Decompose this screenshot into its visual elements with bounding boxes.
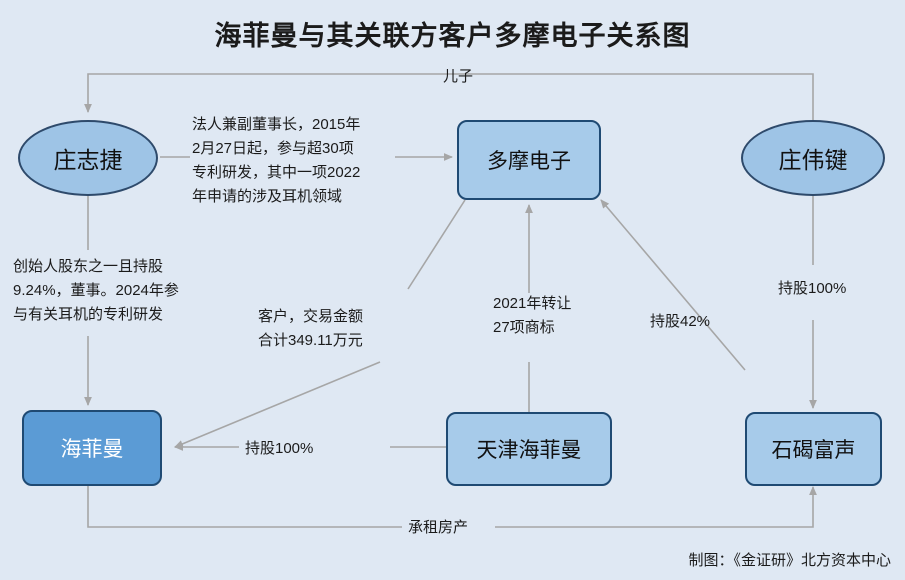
edge-label-hold-42: 持股42%	[650, 313, 711, 330]
edge-label-son: 儿子	[443, 68, 474, 85]
edge-lease	[87, 486, 813, 528]
node-shijiefusheng[interactable]: 石碣富声	[745, 412, 882, 486]
edge-hold-42	[600, 199, 746, 371]
edge-label-legal-rep: 法人兼副董事长，2015年 2月27日起，参与超30项 专利研发，其中一项202…	[192, 116, 361, 205]
node-label: 天津海菲曼	[476, 439, 582, 462]
page-title: 海菲曼与其关联方客户多摩电子关系图	[214, 21, 691, 51]
node-label: 石碣富声	[771, 439, 856, 462]
node-haifeiman[interactable]: 海菲曼	[22, 410, 162, 486]
edge-label-trademark: 2021年转让 27项商标	[493, 295, 572, 336]
edge-label-founder: 创始人股东之一且持股 9.24%，董事。2024年参 与有关耳机的专利研发	[13, 258, 179, 323]
node-label: 庄伟键	[778, 147, 848, 173]
footer-credit: 制图：《金证研》北方资本中心	[688, 552, 891, 569]
node-duomo[interactable]: 多摩电子	[457, 120, 601, 200]
edge-son	[84, 73, 814, 120]
edge-customer-upper	[407, 199, 466, 290]
node-label: 多摩电子	[487, 150, 571, 173]
edge-label-lease: 承租房产	[408, 519, 469, 536]
edge-customer-lower	[174, 361, 381, 448]
edge-label-customer: 客户，交易金额 合计349.11万元	[258, 308, 364, 349]
node-zhuangzhijie[interactable]: 庄志捷	[18, 120, 158, 196]
edge-label-hold-100-right: 持股100%	[778, 280, 847, 297]
edge-label-hold-100-bottom: 持股100%	[245, 440, 314, 457]
node-tianjinhaifeiman[interactable]: 天津海菲曼	[446, 412, 612, 486]
node-label: 海菲曼	[60, 438, 124, 461]
node-zhuangweijian[interactable]: 庄伟键	[741, 120, 885, 196]
node-label: 庄志捷	[53, 147, 123, 173]
